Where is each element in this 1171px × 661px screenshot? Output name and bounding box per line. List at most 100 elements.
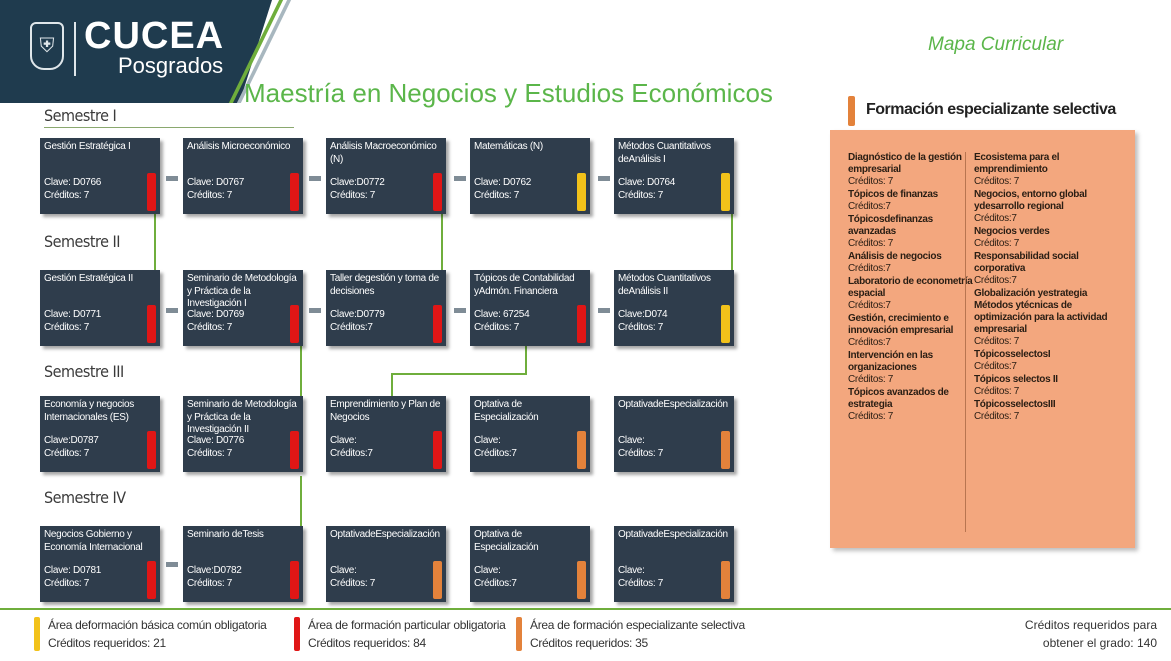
- legend-selective-label: Área de formación especializante selecti…: [530, 618, 745, 632]
- area-indicator: [721, 305, 730, 343]
- course-box: Tópicos de Contabilidad yAdmón. Financie…: [470, 270, 590, 346]
- prereq-connector: [731, 214, 733, 270]
- area-indicator: [433, 431, 442, 469]
- course-name: OptativadeEspecialización: [618, 529, 728, 540]
- elective-name: Negocios verdes: [974, 226, 1050, 237]
- course-name: Negocios Gobierno y Economía Internacion…: [44, 529, 143, 553]
- course-box: OptativadeEspecialización Clave: Crédito…: [614, 526, 734, 602]
- course-credits: Créditos: 7: [474, 321, 520, 333]
- course-box: OptativadeEspecialización Clave: Crédito…: [614, 396, 734, 472]
- elective-name: TópicosselectosI: [974, 349, 1051, 360]
- course-name: Taller degestión y toma de decisiones: [330, 273, 439, 297]
- course-clave: Clave: D0781: [44, 565, 101, 576]
- course-clave: Clave:D0772: [330, 177, 385, 188]
- selective-area-marker: [516, 617, 522, 651]
- elective-credits: Créditos:7: [848, 263, 891, 274]
- course-credits: Créditos:7: [474, 577, 517, 589]
- course-credits: Créditos: 7: [330, 577, 376, 589]
- elective-name: Ecosistema para el emprendimiento: [974, 152, 1060, 175]
- course-credits: Créditos: 7: [618, 321, 664, 333]
- prereq-connector: [525, 346, 527, 374]
- footer-divider: [0, 608, 1171, 610]
- legend-selective-credits: Créditos requeridos: 35: [530, 636, 648, 650]
- elective-name: Laboratorio de econometría espacial: [848, 276, 973, 299]
- elective-credits: Créditos:7: [974, 213, 1017, 224]
- area-indicator: [721, 431, 730, 469]
- area-indicator: [290, 305, 299, 343]
- area-indicator: [577, 561, 586, 599]
- course-box: OptativadeEspecialización Clave: Crédito…: [326, 526, 446, 602]
- course-credits: Créditos: 7: [474, 189, 520, 201]
- course-box: Seminario deTesis Clave:D0782 Créditos: …: [183, 526, 303, 602]
- elective-name: Tópicosdefinanzas avanzadas: [848, 214, 933, 237]
- elective-name: Gestión, crecimiento e innovación empres…: [848, 313, 954, 336]
- electives-right-column: Ecosistema para el emprendimiento Crédit…: [974, 152, 1124, 424]
- elective-name: Tópicos selectos II: [974, 374, 1058, 385]
- legend-basic: Área deformación básica común obligatori…: [48, 616, 267, 652]
- prereq-connector: [391, 373, 527, 375]
- semester-label-1: Semestre I: [44, 106, 117, 125]
- total-credits: Créditos requeridos para obtener el grad…: [1025, 616, 1157, 652]
- course-credits: Créditos:7: [330, 447, 373, 459]
- area-indicator: [577, 173, 586, 211]
- course-clave: Clave:: [474, 435, 501, 446]
- particular-area-marker: [294, 617, 300, 651]
- course-name: Optativa de Especialización: [474, 399, 539, 423]
- course-box: Economía y negocios Internacionales (ES)…: [40, 396, 160, 472]
- legend-particular: Área de formación particular obligatoria…: [308, 616, 506, 652]
- semester-underline: [44, 127, 294, 128]
- course-credits: Créditos: 7: [44, 189, 90, 201]
- prereq-connector: [391, 373, 393, 396]
- course-clave: Clave: D0769: [187, 309, 244, 320]
- course-clave: Clave:: [618, 435, 645, 446]
- course-clave: Clave:D074: [618, 309, 668, 320]
- elective-credits: Créditos: 7: [848, 176, 894, 187]
- area-indicator: [433, 305, 442, 343]
- semester-label-4: Semestre IV: [44, 488, 126, 507]
- course-name: Economía y negocios Internacionales (ES): [44, 399, 134, 423]
- course-name: Tópicos de Contabilidad yAdmón. Financie…: [474, 273, 575, 297]
- course-credits: Créditos: 7: [44, 577, 90, 589]
- course-box: Seminario de Metodología y Práctica de l…: [183, 396, 303, 472]
- area-indicator: [577, 431, 586, 469]
- elective-name: Diagnóstico de la gestión empresarial: [848, 152, 962, 175]
- prereq-connector: [154, 214, 156, 270]
- elective-name: Globalización yestrategia: [974, 288, 1088, 299]
- area-indicator: [147, 173, 156, 211]
- electives-title: Formación especializante selectiva: [866, 101, 1116, 118]
- selective-area-marker: [848, 96, 855, 126]
- elective-credits: Créditos: 7: [848, 238, 894, 249]
- course-link: [454, 176, 466, 181]
- program-title: Maestría en Negocios y Estudios Económic…: [244, 78, 773, 108]
- logo-title: CUCEA: [84, 15, 225, 57]
- course-box: Optativa de Especialización Clave: Crédi…: [470, 526, 590, 602]
- legend-particular-credits: Créditos requeridos: 84: [308, 636, 426, 650]
- course-clave: Clave: 67254: [474, 309, 530, 320]
- course-name: Métodos Cuantitativos deAnálisis II: [618, 273, 711, 297]
- course-credits: Créditos: 7: [187, 321, 233, 333]
- university-shield-icon: ⛨: [30, 22, 64, 70]
- elective-name: Métodos ytécnicas de optimización para l…: [974, 300, 1108, 335]
- course-credits: Créditos: 7: [618, 189, 664, 201]
- course-credits: Créditos: 7: [187, 447, 233, 459]
- header-banner: [0, 0, 272, 103]
- course-name: Seminario deTesis: [187, 529, 264, 540]
- course-name: Métodos Cuantitativos deAnálisis I: [618, 141, 711, 165]
- elective-credits: Créditos: 7: [974, 386, 1020, 397]
- course-clave: Clave: D0764: [618, 177, 675, 188]
- prereq-connector: [300, 476, 302, 526]
- elective-credits: Créditos: 7: [974, 336, 1020, 347]
- course-clave: Clave:D0782: [187, 565, 242, 576]
- map-label: Mapa Curricular: [928, 34, 1064, 55]
- course-name: Gestión Estratégica I: [44, 141, 131, 152]
- elective-name: Tópicos avanzados de estrategia: [848, 387, 949, 410]
- course-name: Análisis Macroeconómico (N): [330, 141, 437, 165]
- area-indicator: [290, 561, 299, 599]
- elective-credits: Créditos:7: [848, 300, 891, 311]
- semester-label-2: Semestre II: [44, 232, 121, 251]
- course-clave: Clave:: [618, 565, 645, 576]
- course-name: Matemáticas (N): [474, 141, 543, 152]
- course-name: OptativadeEspecialización: [330, 529, 440, 540]
- area-indicator: [290, 173, 299, 211]
- area-indicator: [721, 173, 730, 211]
